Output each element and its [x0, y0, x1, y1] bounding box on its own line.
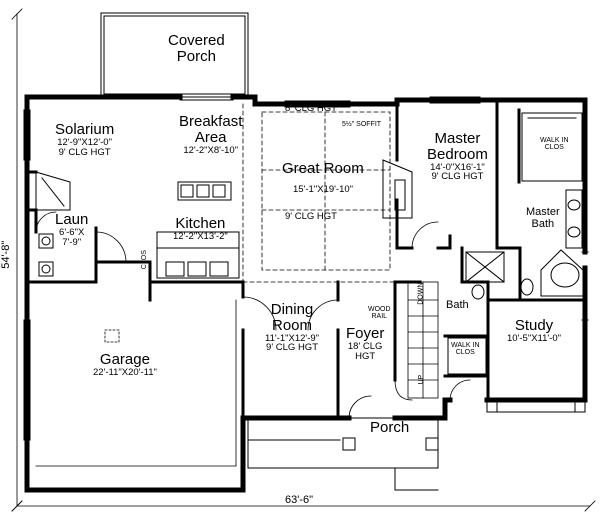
dining-label: Dining Room 11'-1"X12'-9" 9' CLG HGT [265, 301, 320, 354]
kitchen-counters [156, 181, 240, 279]
wood-rail-label: WOOD RAIL [368, 306, 391, 321]
master-bath-label: Master Bath [526, 206, 560, 230]
solarium-label: Solarium 12'-9"X12'-0" 9' CLG HGT [55, 121, 115, 158]
study-closet-label: WALK IN CLOS [451, 342, 480, 357]
master-closet [521, 112, 583, 182]
doors [35, 211, 471, 419]
great-room-ceiling: 9' CLG HGT [285, 211, 337, 222]
great-room-name: Great Room [282, 160, 364, 177]
windows [23, 93, 589, 441]
solarium-corner [35, 171, 71, 211]
breakfast-label: Breakfast Area 12'-2"X8'-10" [179, 113, 243, 156]
study-bay [486, 399, 586, 413]
foyer-label: Foyer 18' CLG HGT [346, 325, 385, 362]
great-room-dashed [242, 103, 398, 283]
study-closet [447, 337, 487, 375]
total-width-label: 63'-6" [285, 494, 314, 506]
covered-porch-label: Covered Porch [168, 32, 225, 65]
garage-label: Garage 22'-11"X20'-11" [93, 351, 157, 378]
study-label: Study 10'-5"X11'-0" [507, 317, 562, 344]
fireplace [382, 159, 413, 219]
kitchen-label: Kitchen 12'-2"X13'-2" [173, 215, 228, 242]
master-closet-label: WALK IN CLOS [540, 137, 569, 152]
great-room-size: 15'-1"X19'-10" [293, 184, 354, 195]
stairs [394, 281, 439, 401]
dimension-lines [11, 8, 596, 512]
total-depth-label: 54'-8" [0, 240, 13, 269]
laundry-appliances [38, 233, 54, 277]
stairs-up-label: UP [418, 374, 426, 385]
soffit-label: 5½" SOFFIT [342, 121, 382, 128]
clos-label: CLOS [140, 250, 148, 270]
garage-details [35, 299, 237, 467]
master-bath-fixtures [465, 189, 584, 300]
laundry-label: Laun 6'-6"X 7'-9" [55, 211, 89, 248]
great-room-ceiling-top: 8' CLG HGT [285, 103, 337, 114]
stairs-down-label: DOWN [417, 282, 425, 305]
porch-label: Porch [370, 419, 410, 436]
interior-walls [25, 102, 587, 420]
front-porch [247, 417, 439, 491]
bath-label: Bath [446, 299, 469, 311]
master-bedroom-label: Master Bedroom 14'-0"X16'-1" 9' CLG HGT [427, 130, 488, 183]
